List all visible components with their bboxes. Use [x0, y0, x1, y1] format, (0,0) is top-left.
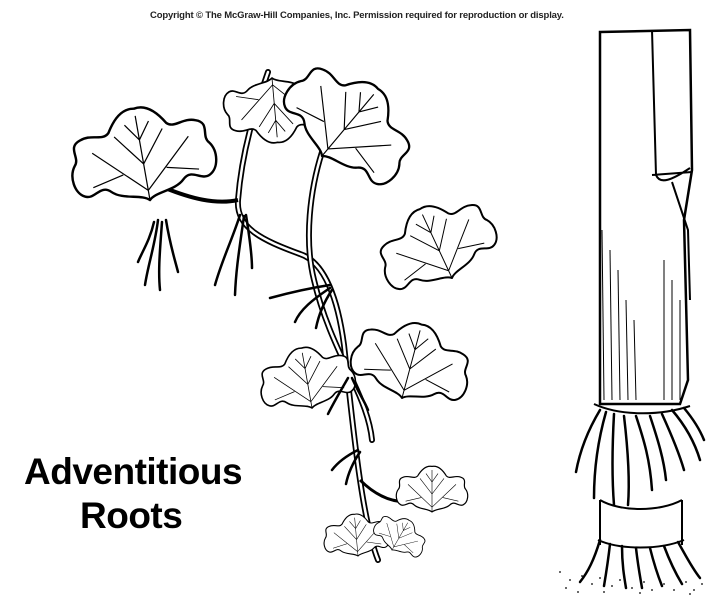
- ivy-leaf: [366, 184, 506, 303]
- figure-title-line-1: Adventitious: [24, 451, 242, 493]
- ivy-leaf: [396, 466, 467, 512]
- figure-title-line-2: Roots: [80, 495, 182, 537]
- aerial-roots: [138, 215, 368, 484]
- ivy-branch-left: [165, 188, 238, 202]
- prop-roots: [576, 408, 704, 505]
- lower-stalk: [600, 500, 682, 545]
- copyright-notice: Copyright © The McGraw-Hill Companies, I…: [150, 10, 564, 21]
- corn-stalk: [559, 30, 704, 595]
- ivy-leaf: [62, 96, 221, 213]
- stalk-outline: [600, 30, 692, 404]
- node: [594, 404, 690, 413]
- ivy-leaf: [345, 309, 480, 414]
